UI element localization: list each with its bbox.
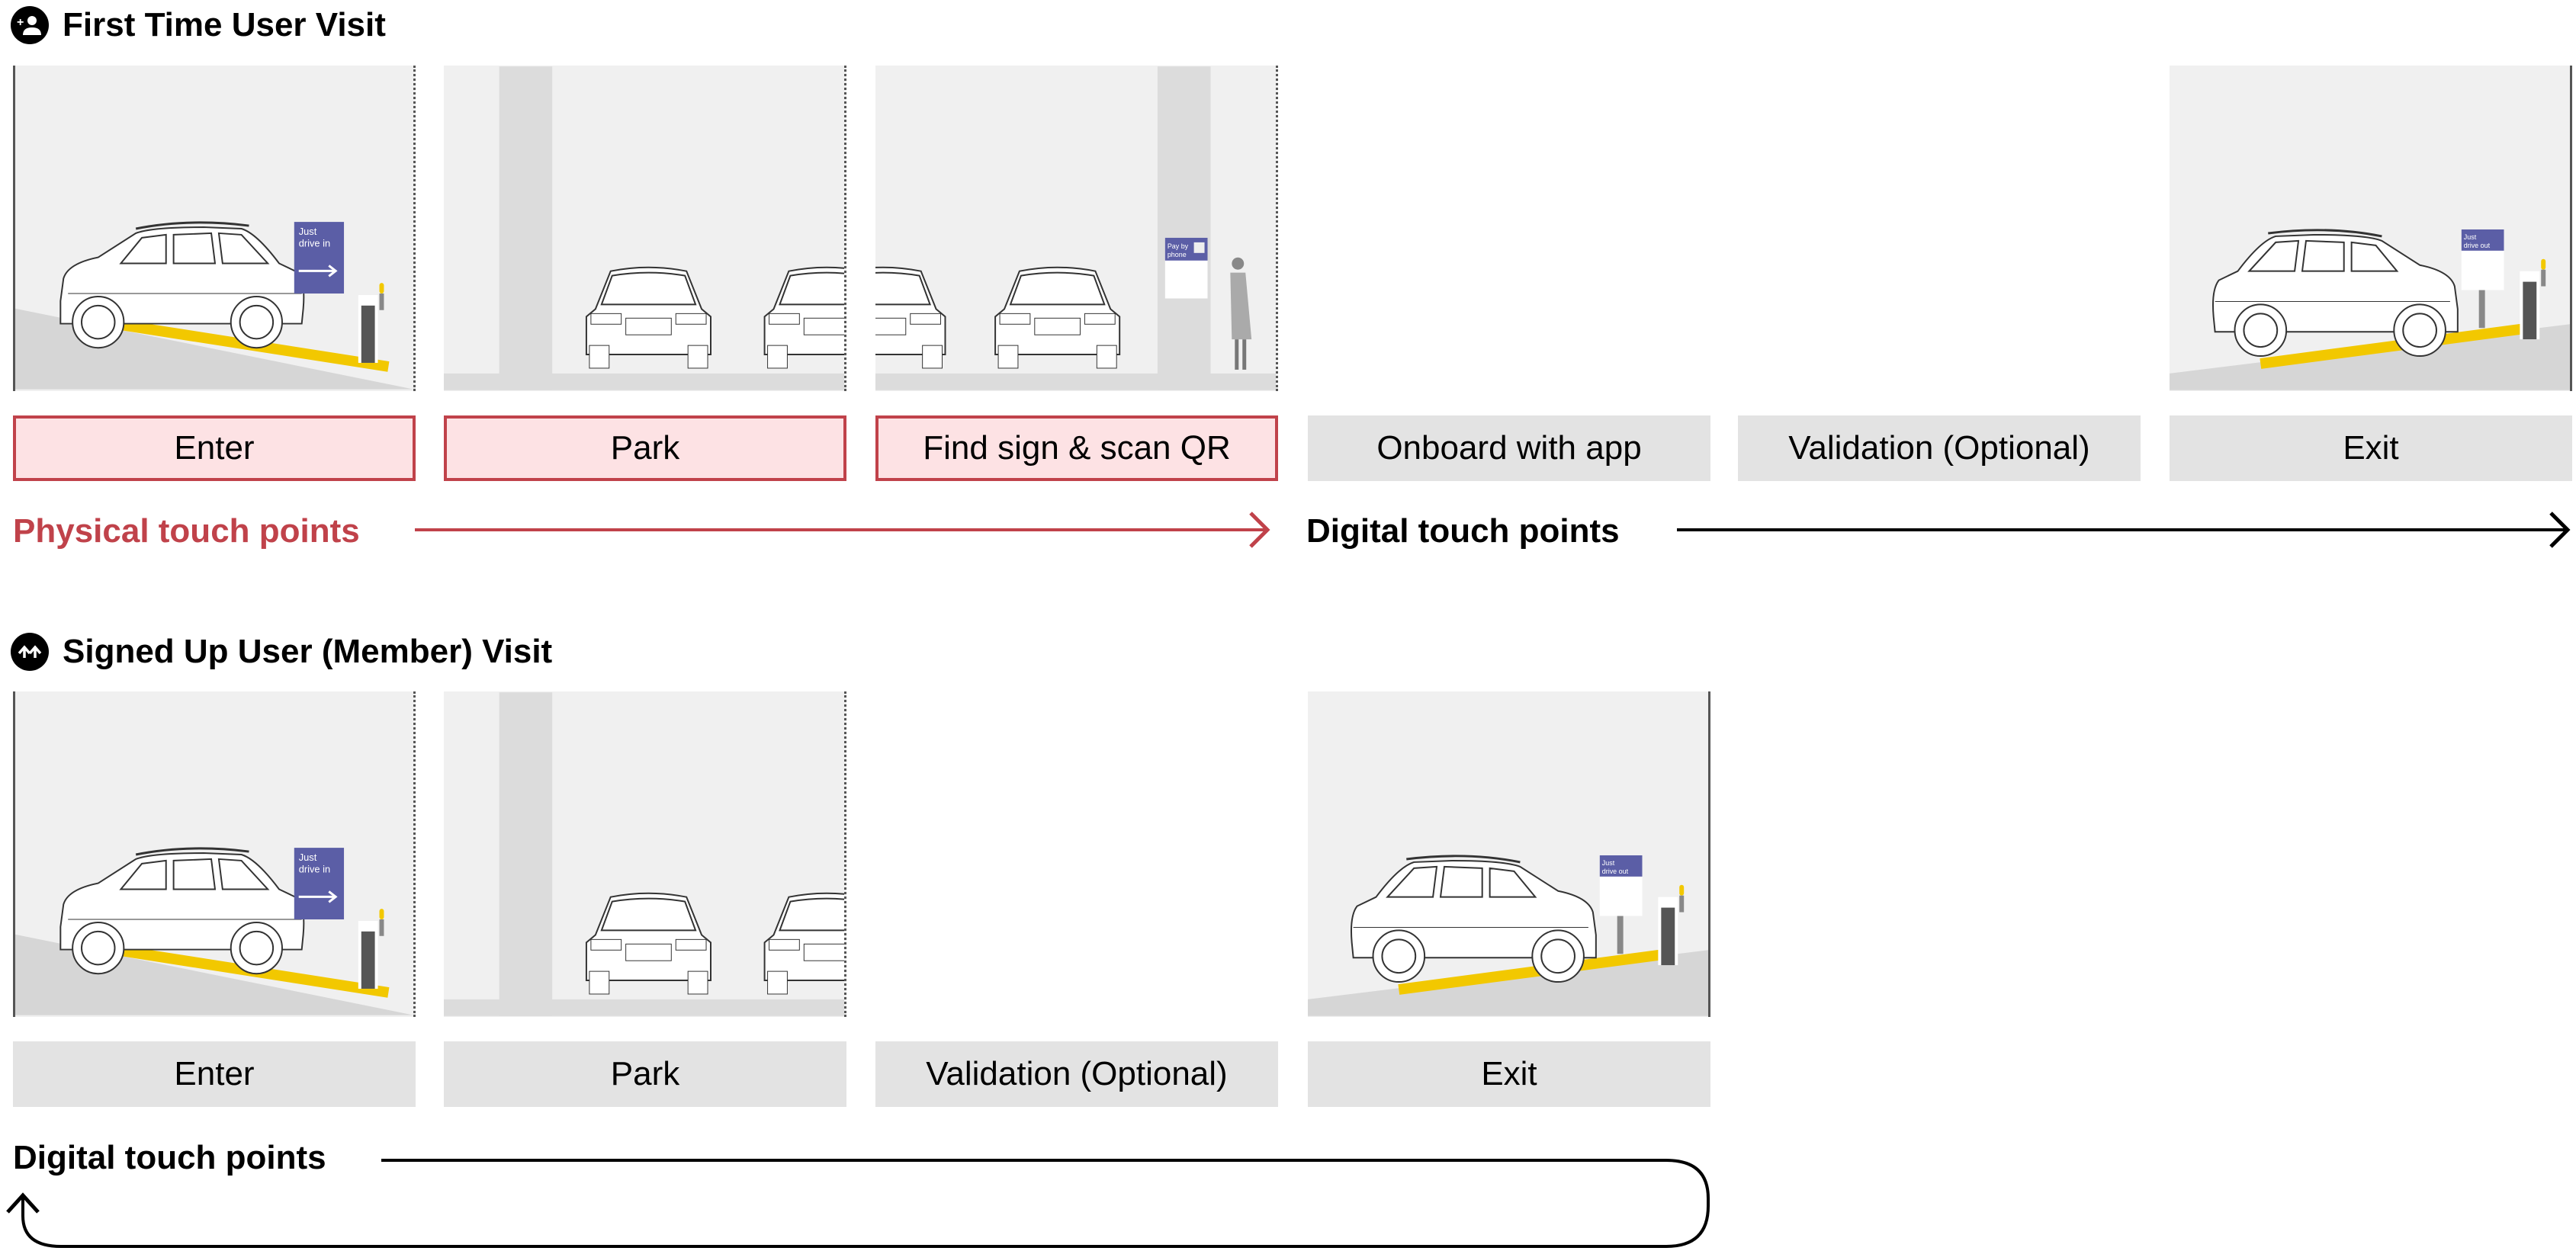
svg-text:drive in: drive in: [299, 864, 330, 875]
scene-onboard-empty: [1308, 66, 1710, 391]
step-exit: Exit: [2170, 415, 2572, 481]
physical-arrow: [415, 512, 1270, 548]
digital-touch-points-label: Digital touch points: [1306, 512, 1620, 550]
section-title-text: Signed Up User (Member) Visit: [63, 633, 553, 670]
svg-text:drive out: drive out: [2464, 242, 2491, 249]
member-step-enter: Enter: [13, 1041, 416, 1107]
step-enter: Enter: [13, 415, 416, 481]
scene-member-park: [444, 691, 846, 1017]
scene-member-validation-empty: [875, 691, 1278, 1017]
member-step-park: Park: [444, 1041, 846, 1107]
svg-text:drive in: drive in: [299, 238, 330, 249]
scene-validation-empty: [1738, 66, 2141, 391]
physical-touch-points-label: Physical touch points: [13, 512, 360, 550]
section-title-member-visit: Signed Up User (Member) Visit: [11, 633, 552, 671]
step-park: Park: [444, 415, 846, 481]
svg-text:Just: Just: [2464, 233, 2477, 241]
svg-text:Just: Just: [299, 852, 317, 863]
svg-text:phone: phone: [1168, 251, 1187, 258]
member-step-validation: Validation (Optional): [875, 1041, 1278, 1107]
member-loop-arrow: [6, 1159, 1710, 1248]
svg-text:Just: Just: [299, 226, 317, 237]
member-logo-icon: [11, 633, 49, 671]
step-onboard: Onboard with app: [1308, 415, 1710, 481]
section-title-text: First Time User Visit: [63, 6, 386, 43]
svg-text:drive out: drive out: [1602, 868, 1629, 875]
person-add-icon: +: [11, 6, 49, 44]
member-step-exit: Exit: [1308, 1041, 1710, 1107]
svg-text:Just: Just: [1602, 859, 1615, 867]
step-validation: Validation (Optional): [1738, 415, 2141, 481]
section-title-first-visit: + First Time User Visit: [11, 6, 386, 44]
digital-arrow: [1677, 512, 2571, 548]
step-find-sign: Find sign & scan QR: [875, 415, 1278, 481]
scene-park: [444, 66, 846, 391]
svg-text:Pay by: Pay by: [1168, 242, 1189, 250]
member-digital-touch-points-label: Digital touch points: [13, 1139, 326, 1176]
svg-text:+: +: [17, 16, 24, 29]
